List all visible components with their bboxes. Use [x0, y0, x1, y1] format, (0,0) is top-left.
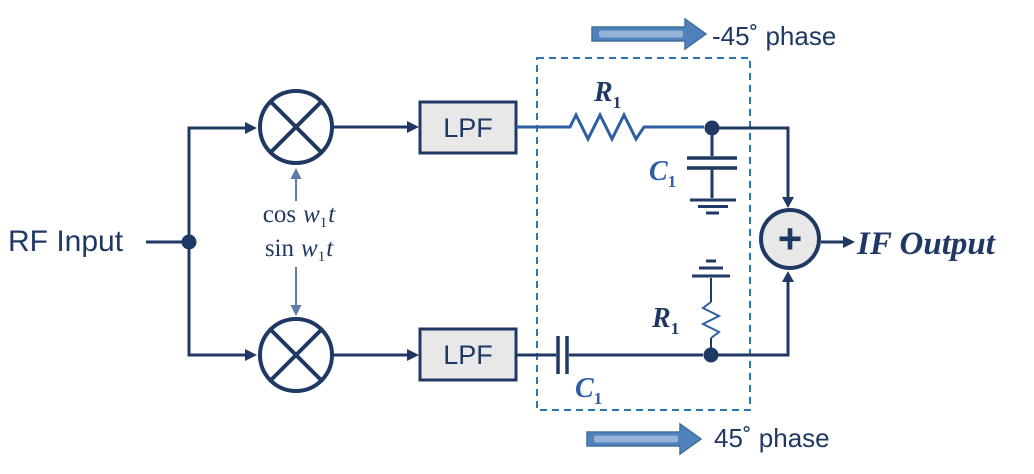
- r1-bottom-label: R1: [651, 303, 679, 338]
- phase-arrow-icon-bottom: [586, 422, 703, 456]
- mixer-bottom: [258, 317, 334, 393]
- lpf-top-label: LPF: [443, 113, 493, 143]
- multiply-cross-icon: [268, 327, 324, 383]
- r1-top-label: R1: [593, 77, 621, 112]
- mixer-top: [258, 89, 334, 165]
- summer-circle: [759, 208, 821, 270]
- if-output-label: IF Output: [856, 226, 996, 262]
- phase-top-label: -45˚ phase: [712, 21, 836, 51]
- c1-top-label: C1: [649, 156, 676, 191]
- capacitor-c1-top: [687, 133, 737, 198]
- top-path-to-summer-wire: [712, 126, 790, 200]
- lpf-box-top: [418, 100, 518, 155]
- resistor-r1-top: [516, 111, 704, 143]
- capacitor-c1-bottom: [556, 336, 569, 374]
- arrowhead: [290, 305, 302, 316]
- arrowhead: [782, 197, 794, 208]
- arrowhead: [245, 349, 257, 361]
- resistor-r1-bottom: [700, 278, 722, 350]
- splitter-bus-wire: [187, 126, 246, 357]
- c1-bottom-label: C1: [575, 373, 602, 408]
- arrowhead: [245, 122, 257, 134]
- ground-symbol-bottom: [692, 259, 730, 278]
- summer-plus-label: +: [778, 215, 803, 262]
- res-zigzag: [700, 301, 722, 339]
- phase-bottom-label: 45˚ phase: [714, 423, 830, 453]
- phase-network-dashed-box: [536, 57, 751, 411]
- bottom-path-to-summer-wire: [711, 280, 790, 357]
- summer: +: [759, 208, 821, 270]
- arrowhead: [290, 168, 302, 179]
- ground-symbol-top: [690, 198, 736, 215]
- arrowhead: [407, 121, 419, 133]
- lpf-bottom-label: LPF: [443, 340, 493, 370]
- rf-input-label: RF Input: [8, 225, 124, 258]
- arrowhead: [843, 236, 855, 248]
- multiply-cross-icon: [268, 99, 324, 155]
- phase-arrow-icon-top: [591, 17, 708, 51]
- arrowhead: [782, 271, 794, 282]
- arrowhead: [407, 349, 419, 361]
